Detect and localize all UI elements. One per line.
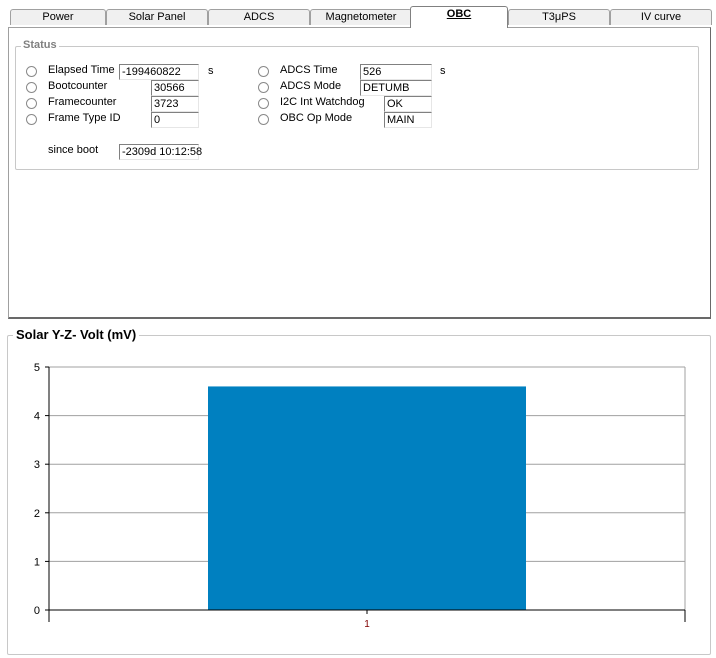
- adcs-time-radio[interactable]: [258, 66, 269, 77]
- obc-tab-panel: Status Elapsed Time -199460822 s Bootcou…: [8, 27, 711, 319]
- bootcounter-label: Bootcounter: [48, 80, 108, 92]
- tab-magnetometer[interactable]: Magnetometer: [310, 9, 412, 25]
- y-tick-label: 0: [34, 605, 40, 617]
- adcs-mode-radio[interactable]: [258, 82, 269, 93]
- bootcounter-field[interactable]: 30566: [151, 80, 199, 96]
- adcs-time-field[interactable]: 526: [360, 64, 432, 80]
- i2c-watchdog-field[interactable]: OK: [384, 96, 432, 112]
- tab-t3ups[interactable]: T3μPS: [508, 9, 610, 25]
- adcs-time-label: ADCS Time: [280, 64, 338, 76]
- chart-axes: [45, 366, 686, 622]
- tab-iv-curve[interactable]: IV curve: [610, 9, 712, 25]
- tab-power[interactable]: Power: [10, 9, 106, 25]
- y-tick-label: 3: [34, 459, 40, 471]
- elapsed-time-radio[interactable]: [26, 66, 37, 77]
- elapsed-time-label: Elapsed Time: [48, 64, 115, 76]
- i2c-watchdog-label: I2C Int Watchdog: [280, 96, 365, 108]
- bar: [208, 386, 526, 610]
- elapsed-time-unit: s: [208, 65, 214, 77]
- bootcounter-radio[interactable]: [26, 82, 37, 93]
- status-legend: Status: [21, 39, 59, 51]
- y-tick-label: 5: [34, 362, 40, 374]
- since-boot-field[interactable]: -2309d 10:12:58: [119, 144, 202, 160]
- tab-adcs[interactable]: ADCS: [208, 9, 310, 25]
- tab-solar-panel[interactable]: Solar Panel: [106, 9, 208, 25]
- frame-type-id-radio[interactable]: [26, 114, 37, 125]
- x-tick-label: 1: [364, 619, 370, 630]
- status-groupbox: [15, 46, 699, 170]
- tab-obc[interactable]: OBC: [410, 6, 508, 28]
- y-tick-label: 1: [34, 556, 40, 568]
- framecounter-field[interactable]: 3723: [151, 96, 199, 112]
- elapsed-time-field[interactable]: -199460822: [119, 64, 199, 80]
- obc-op-mode-label: OBC Op Mode: [280, 112, 353, 124]
- adcs-mode-label: ADCS Mode: [280, 80, 342, 92]
- frame-type-id-field[interactable]: 0: [151, 112, 199, 128]
- since-boot-label: since boot: [48, 144, 99, 156]
- obc-op-mode-radio[interactable]: [258, 114, 269, 125]
- framecounter-radio[interactable]: [26, 98, 37, 109]
- frame-type-id-label: Frame Type ID: [48, 112, 121, 124]
- chart-tick-labels: 0 1 2 3 4 5 1: [34, 362, 370, 630]
- chart-title: Solar Y-Z- Volt (mV): [13, 327, 140, 342]
- i2c-watchdog-radio[interactable]: [258, 98, 269, 109]
- adcs-mode-field[interactable]: DETUMB: [360, 80, 432, 96]
- y-tick-label: 4: [34, 411, 40, 423]
- chart-groupbox: [7, 335, 711, 655]
- tab-strip: Power Solar Panel ADCS Magnetometer OBC …: [8, 6, 712, 28]
- adcs-time-unit: s: [440, 65, 446, 77]
- obc-op-mode-field[interactable]: MAIN: [384, 112, 432, 128]
- framecounter-label: Framecounter: [48, 96, 117, 108]
- y-tick-label: 2: [34, 508, 40, 520]
- chart-bars: [208, 386, 526, 610]
